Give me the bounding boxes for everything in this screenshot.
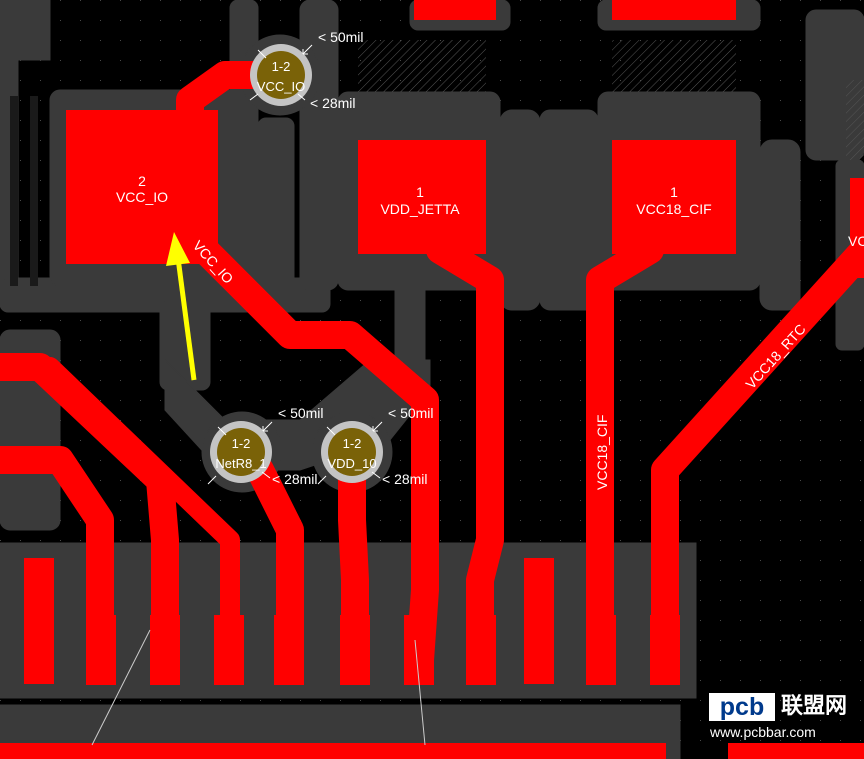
via-layers: 1-2 [343, 436, 362, 451]
trace-vcc-io[interactable] [176, 61, 279, 124]
via-inner-rule: < 28mil [382, 471, 428, 487]
keepout-hatch [612, 40, 736, 92]
pad-net: VCC18_CIF [636, 201, 711, 217]
via-net: VCC_IO [257, 79, 305, 94]
silk-line [414, 639, 426, 746]
bottom-copper [0, 743, 666, 759]
connector-pin[interactable] [24, 558, 54, 684]
via-outer-rule: < 50mil [318, 29, 364, 45]
keepout-hatch [846, 80, 864, 160]
pad-vdd-jetta[interactable] [358, 140, 486, 254]
highlight-arrow-icon [166, 232, 197, 381]
pad-net: VC [848, 233, 864, 249]
pad-top[interactable] [414, 0, 496, 20]
via-inner-rule: < 28mil [310, 95, 356, 111]
keepout-hatch [358, 40, 486, 92]
via-outer-rule: < 50mil [388, 405, 434, 421]
trace-vcc18-cif[interactable] [586, 236, 664, 684]
trace-left[interactable] [0, 357, 240, 680]
connector-pins-traced [86, 615, 680, 685]
connector-pin[interactable] [524, 558, 554, 684]
via-vdd-10[interactable]: 1-2 VDD_10 [321, 421, 383, 483]
pad-net: VCC_IO [116, 189, 168, 205]
via-net-r8-1[interactable]: 1-2 NetR8_1 [210, 421, 272, 483]
trace-label-vcc18-cif: VCC18_CIF [594, 415, 610, 490]
trace-vcc-io[interactable] [191, 236, 439, 674]
pad-net: VDD_JETTA [380, 201, 460, 217]
pad-vcc18-cif[interactable] [612, 140, 736, 254]
pad-top[interactable] [612, 0, 736, 20]
via-net: VDD_10 [327, 456, 376, 471]
via-layers: 1-2 [272, 59, 291, 74]
pad-number: 2 [138, 173, 146, 189]
pad-number: 1 [416, 184, 424, 200]
trace-vdd-jetta[interactable] [426, 236, 504, 684]
bottom-copper [728, 743, 864, 759]
watermark-logo: pcb [709, 693, 775, 721]
traces [0, 61, 864, 684]
trace-left[interactable] [0, 446, 114, 684]
pad-vcc-io[interactable] [66, 110, 218, 264]
via-dimension-annotations [207, 44, 383, 485]
via-vcc-io[interactable]: 1-2 VCC_IO [250, 44, 312, 106]
via-net: NetR8_1 [215, 456, 266, 471]
pad-number: 1 [670, 184, 678, 200]
via-outer-rule: < 50mil [278, 405, 324, 421]
via-inner-rule: < 28mil [272, 471, 318, 487]
watermark-name: 联盟网 [781, 694, 848, 719]
via-layers: 1-2 [232, 436, 251, 451]
trace-vcc18-rtc[interactable] [651, 236, 864, 684]
silk-line [91, 629, 151, 746]
watermark-url: www.pcbbar.com [710, 724, 816, 740]
